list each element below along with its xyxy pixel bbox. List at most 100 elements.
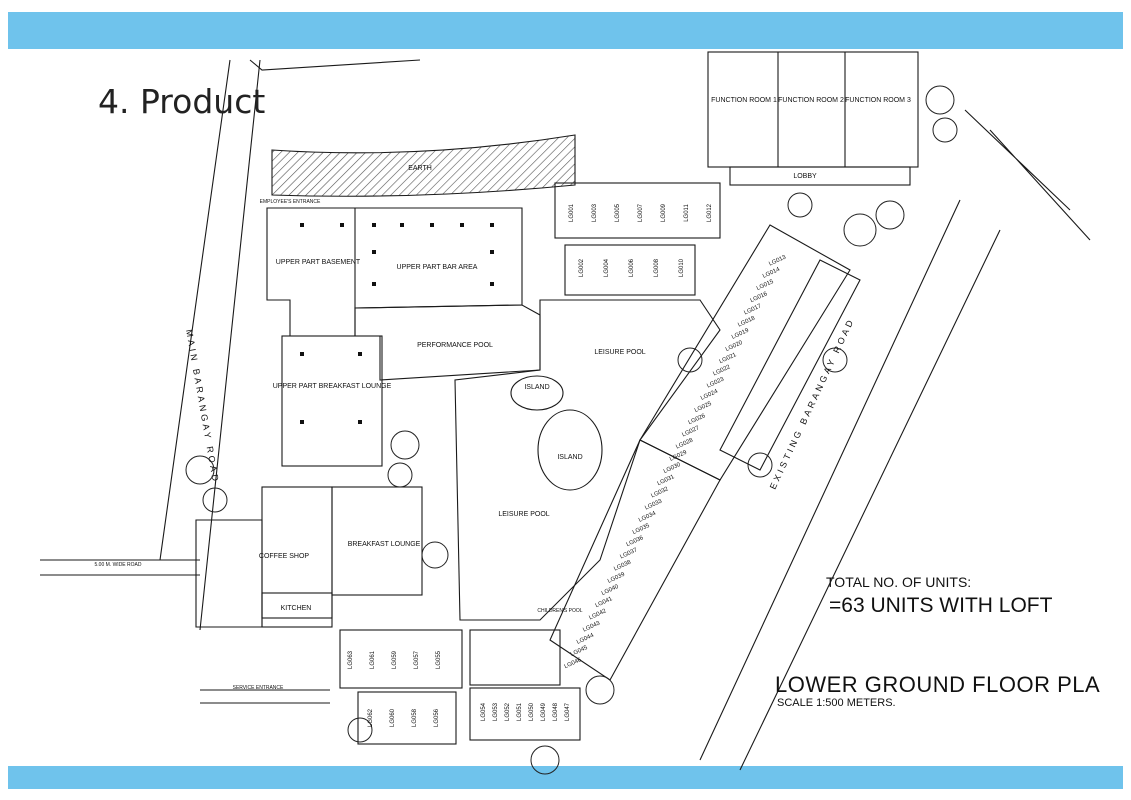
upper-part-basement-bar	[266, 207, 523, 337]
island-1-label: ISLAND	[524, 384, 549, 391]
unit-label: LG017	[743, 303, 762, 316]
leisure-pool-bottom-label: LEISURE POOL	[498, 511, 549, 518]
unit-label: LG021	[719, 352, 738, 365]
wide-road-edges	[40, 559, 200, 576]
unit-label: LG052	[505, 702, 511, 721]
tree-icon	[202, 487, 228, 513]
service-entrance-label: SERVICE ENTRANCE	[233, 685, 284, 691]
existing-barangay-road-label: EXISTING BARANGAY ROAD	[768, 316, 857, 491]
unit-label: LG060	[390, 708, 396, 727]
upper-part-basement-label: UPPER PART BASEMENT	[276, 259, 361, 266]
unit-label: LG044	[576, 632, 595, 645]
island-2-label: ISLAND	[557, 454, 582, 461]
existing-road-edges	[699, 199, 1001, 771]
main-road-edges	[159, 59, 261, 631]
unit-label: LG026	[688, 413, 707, 426]
coffee-shop-label: COFFEE SHOP	[259, 553, 310, 560]
unit-label: LG009	[661, 203, 667, 222]
breakfast-lounge-label: BREAKFAST LOUNGE	[348, 541, 421, 548]
plan-title: LOWER GROUND FLOOR PLA	[775, 672, 1101, 697]
function-rooms-block	[707, 51, 919, 168]
unit-label: LG059	[392, 650, 398, 669]
unit-label: LG063	[348, 650, 354, 669]
unit-label: LG040	[601, 584, 620, 597]
unit-label: LG050	[529, 702, 535, 721]
kitchen-label: KITCHEN	[281, 605, 312, 612]
unit-label: LG027	[681, 425, 700, 438]
unit-label: LG016	[750, 291, 769, 304]
unit-label: LG053	[493, 702, 499, 721]
unit-label: LG010	[679, 258, 685, 277]
unit-label: LG045	[570, 645, 589, 658]
unit-label: LG038	[613, 559, 632, 572]
tree-icon	[747, 452, 773, 478]
top-row-units	[554, 182, 721, 239]
unit-label: LG061	[370, 650, 376, 669]
tree-icon	[387, 462, 413, 488]
unit-label: LG048	[553, 702, 559, 721]
unit-label: LG057	[414, 650, 420, 669]
unit-label: LG039	[607, 571, 626, 584]
lobby-label: LOBBY	[793, 173, 817, 180]
unit-label: LG051	[517, 702, 523, 721]
unit-label: LG025	[694, 401, 713, 414]
tree-icon	[347, 717, 373, 743]
earth-label: EARTH	[408, 165, 432, 172]
bottom-mid-upper-units	[469, 629, 561, 686]
wide-road-label: 5.00 M. WIDE ROAD	[95, 562, 142, 568]
bottom-banner-bar	[8, 766, 1123, 789]
total-units-value: =63 UNITS WITH LOFT	[829, 594, 1053, 617]
unit-label: LG024	[700, 388, 719, 401]
leisure-pool	[454, 299, 721, 621]
unit-label: LG037	[619, 547, 638, 560]
unit-label: LG028	[675, 437, 694, 450]
tree-icon	[530, 745, 560, 775]
breakfast-lounge-block	[331, 486, 423, 596]
unit-label: LG018	[737, 315, 756, 328]
unit-label: LG019	[731, 327, 750, 340]
tree-icon	[185, 455, 215, 485]
unit-label: LG031	[657, 474, 676, 487]
unit-label: LG013	[768, 254, 787, 267]
upper-breakfast-lounge-label: UPPER PART BREAKFAST LOUNGE	[273, 383, 392, 390]
unit-label: LG008	[654, 258, 660, 277]
tree-icon	[843, 213, 877, 247]
total-units-label: TOTAL NO. OF UNITS:	[826, 574, 972, 590]
unit-label: LG046	[564, 657, 583, 670]
performance-pool	[354, 304, 541, 381]
unit-label: LG041	[595, 596, 614, 609]
unit-label: LG058	[412, 708, 418, 727]
childrens-pool-label: CHILDREN'S POOL	[537, 608, 582, 614]
diagonal-units-lower	[549, 439, 721, 681]
unit-label: LG015	[756, 279, 775, 292]
employees-entrance-label: EMPLOYEE'S ENTRANCE	[260, 199, 321, 205]
bottom-mid-lower-units	[469, 687, 581, 741]
bottom-left-upper-units	[339, 629, 463, 689]
unit-label: LG033	[644, 498, 663, 511]
tree-icon	[875, 200, 905, 230]
second-row-units	[564, 244, 696, 296]
unit-label: LG054	[481, 702, 487, 721]
unit-label: LG011	[684, 204, 690, 222]
tree-icon	[585, 675, 615, 705]
unit-label: LG029	[669, 449, 688, 462]
function-room-2-label: FUNCTION ROOM 2	[778, 97, 844, 104]
unit-label: LG049	[541, 702, 547, 721]
unit-label: LG030	[663, 462, 682, 475]
top-banner-bar	[8, 12, 1123, 49]
slide-title: 4. Product	[98, 82, 266, 121]
unit-label: LG043	[582, 620, 601, 633]
tree-icon	[925, 85, 955, 115]
unit-label: LG036	[626, 535, 645, 548]
unit-label: LG034	[638, 510, 657, 523]
earth-strip	[271, 134, 576, 197]
unit-label: LG032	[650, 486, 669, 499]
unit-label: LG022	[712, 364, 731, 377]
unit-label: LG020	[725, 340, 744, 353]
unit-label: LG047	[565, 702, 571, 721]
unit-label: LG014	[762, 266, 781, 279]
unit-label: LG005	[615, 203, 621, 222]
unit-label: LG035	[632, 523, 651, 536]
leisure-pool-top-label: LEISURE POOL	[594, 349, 645, 356]
unit-label: LG056	[434, 708, 440, 727]
